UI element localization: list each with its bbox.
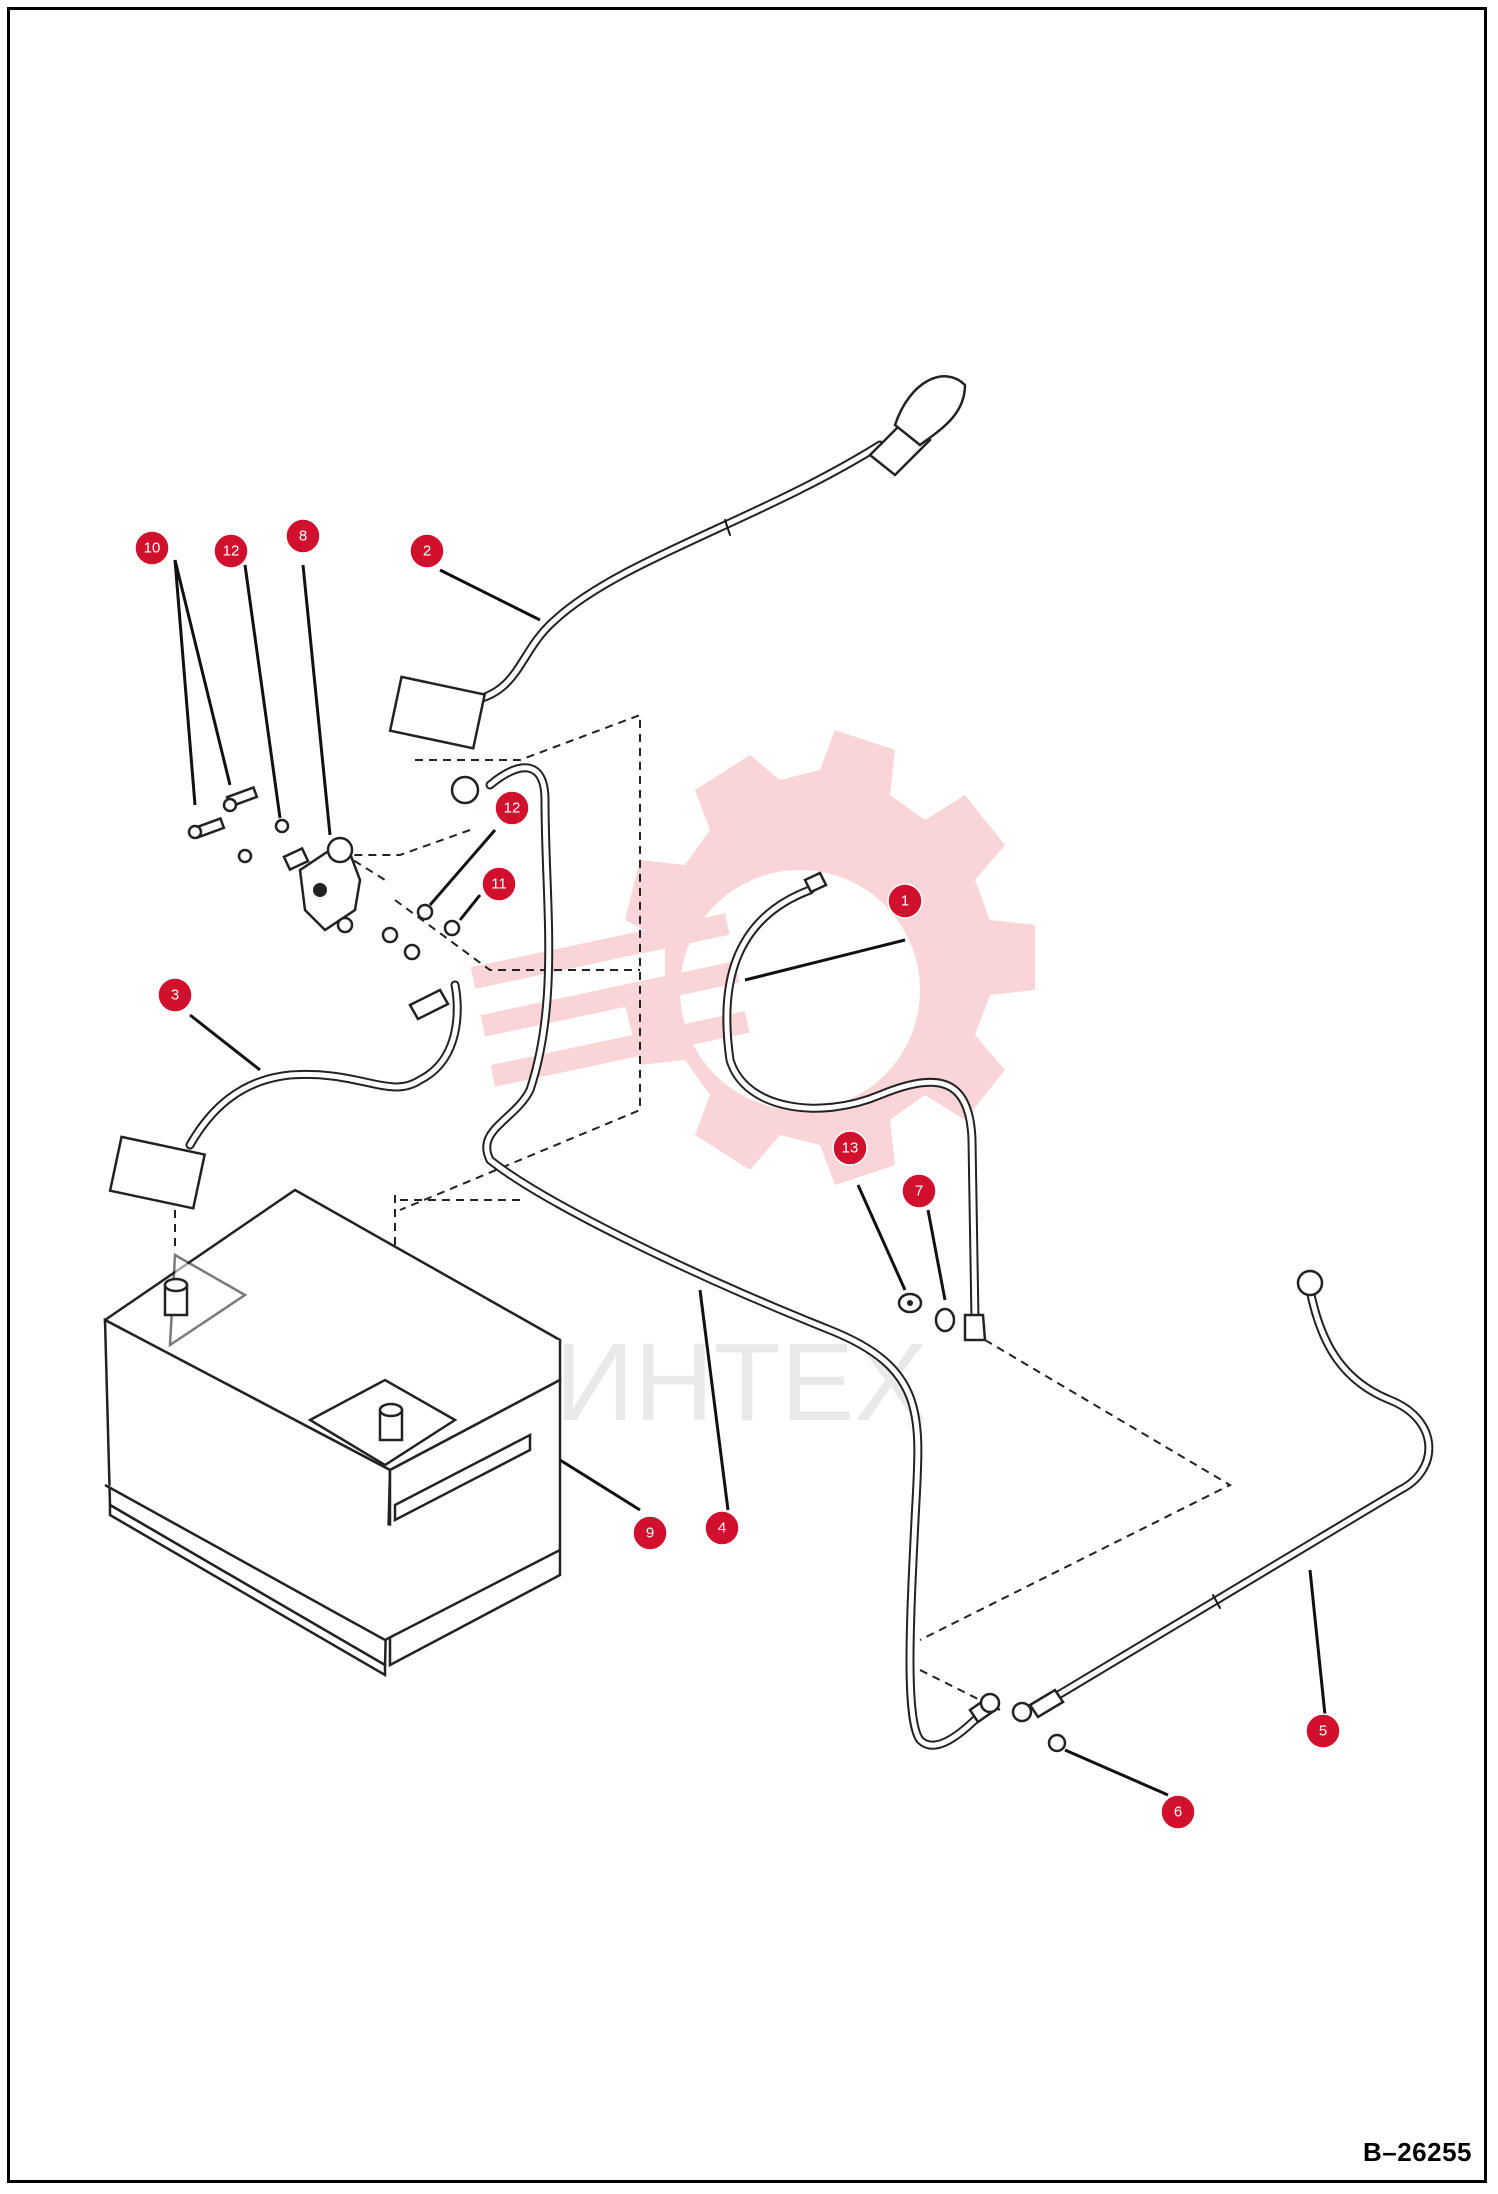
callout-10: 10 bbox=[134, 530, 170, 566]
callout-8: 8 bbox=[285, 518, 321, 554]
drawing-frame bbox=[7, 7, 1487, 2183]
svg-text:12: 12 bbox=[504, 800, 521, 817]
cable-2 bbox=[388, 375, 967, 750]
callout-11: 11 bbox=[481, 866, 517, 902]
svg-text:2: 2 bbox=[423, 543, 431, 560]
cable-5 bbox=[1011, 1269, 1434, 1723]
svg-text:11: 11 bbox=[491, 876, 507, 893]
battery-9 bbox=[103, 1188, 562, 1678]
callout-2: 2 bbox=[409, 533, 445, 569]
washers bbox=[897, 1292, 1067, 1753]
svg-text:6: 6 bbox=[1174, 1804, 1182, 1821]
svg-text:5: 5 bbox=[1319, 1723, 1327, 1740]
svg-text:1: 1 bbox=[901, 893, 909, 910]
cable-1 bbox=[722, 871, 987, 1342]
callout-7: 7 bbox=[901, 1173, 937, 1209]
svg-text:4: 4 bbox=[718, 1520, 726, 1537]
figure-reference-code: B–26255 bbox=[1362, 2137, 1472, 2167]
svg-text:3: 3 bbox=[171, 987, 179, 1004]
hardware-10-12-11 bbox=[187, 785, 461, 961]
callout-12-top: 12 bbox=[213, 533, 249, 569]
cable-3 bbox=[108, 980, 462, 1210]
watermark-gear-logo bbox=[470, 730, 1035, 1185]
svg-text:7: 7 bbox=[915, 1183, 923, 1200]
callout-4: 4 bbox=[704, 1510, 740, 1546]
callout-13: 13 bbox=[832, 1130, 868, 1166]
callout-9: 9 bbox=[632, 1515, 668, 1551]
callout-6: 6 bbox=[1160, 1794, 1196, 1830]
disconnect-switch-8 bbox=[282, 836, 362, 932]
callout-1: 1 bbox=[887, 883, 923, 919]
callout-3: 3 bbox=[157, 977, 193, 1013]
watermark-text: ИНТЕХ bbox=[555, 1321, 927, 1444]
leader-lines bbox=[173, 559, 1327, 1797]
svg-text:12: 12 bbox=[223, 543, 240, 560]
cable-4 bbox=[450, 763, 1001, 1750]
svg-text:9: 9 bbox=[646, 1525, 654, 1542]
svg-text:13: 13 bbox=[842, 1140, 859, 1157]
svg-text:10: 10 bbox=[144, 540, 161, 557]
svg-text:8: 8 bbox=[299, 528, 307, 545]
callout-12-bottom: 12 bbox=[494, 790, 530, 826]
callout-5: 5 bbox=[1305, 1713, 1341, 1749]
